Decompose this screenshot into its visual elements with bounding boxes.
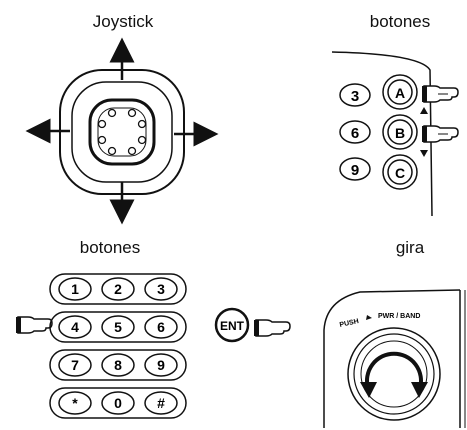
side-key-a[interactable]: A <box>382 74 418 110</box>
keypad-key-label: 5 <box>114 319 122 335</box>
side-key-label: A <box>395 85 405 101</box>
down-triangle-icon <box>420 150 428 157</box>
keypad-key-label: 9 <box>157 357 165 373</box>
side-left-key-9[interactable]: 9 <box>339 157 371 181</box>
keypad-key-label: 4 <box>71 319 79 335</box>
side-key-b[interactable]: B <box>382 114 418 150</box>
keypad-key-label: # <box>157 395 165 411</box>
keypad-key[interactable]: 2 <box>101 277 135 301</box>
keypad-key-label: 8 <box>114 357 122 373</box>
keypad-key-label: 6 <box>157 319 165 335</box>
side-buttons-panel: 3 6 9 A B C <box>331 51 459 217</box>
joystick-stick[interactable] <box>88 98 156 166</box>
side-left-key-label: 6 <box>351 125 359 142</box>
keypad-key[interactable]: 4 <box>58 315 92 339</box>
arrow-icon <box>25 37 219 225</box>
rotate-arrow-icon <box>360 351 428 398</box>
keypad-key[interactable]: # <box>144 391 178 415</box>
keypad-key-label: 1 <box>71 281 79 297</box>
keypad-key[interactable]: 8 <box>101 353 135 377</box>
keypad-key[interactable]: 3 <box>144 277 178 301</box>
side-key-c[interactable]: C <box>382 154 418 190</box>
side-key-label: B <box>395 125 405 141</box>
pointing-hand-icon <box>422 125 459 143</box>
joystick-grip-dots <box>97 108 147 156</box>
pointing-hand-icon <box>16 316 53 334</box>
side-left-key-label: 9 <box>351 162 359 179</box>
keypad-key-label: 2 <box>114 281 122 297</box>
keypad-key[interactable]: 0 <box>101 391 135 415</box>
side-left-key-label: 3 <box>351 88 359 105</box>
pwr-band-label: PWR / BAND <box>378 313 420 320</box>
keypad-key[interactable]: 7 <box>58 353 92 377</box>
ent-key-label: ENT <box>220 319 245 333</box>
power-band-knob[interactable] <box>347 327 441 421</box>
pointing-hand-icon <box>254 319 291 337</box>
keypad-key-label: 0 <box>114 395 122 411</box>
keypad-key-label: * <box>72 395 78 411</box>
push-arrow-icon <box>366 315 372 320</box>
joystick-panel <box>25 37 219 225</box>
joystick-title: Joystick <box>92 12 154 31</box>
side-buttons-title: botones <box>369 12 431 31</box>
keypad-key[interactable]: 9 <box>144 353 178 377</box>
side-key-label: C <box>395 165 405 181</box>
keypad-key-label: 7 <box>71 357 79 373</box>
keypad-key[interactable]: 6 <box>144 315 178 339</box>
knob-title: gira <box>395 238 425 257</box>
keypad-key[interactable]: 1 <box>58 277 92 301</box>
push-label: PUSH <box>339 318 359 329</box>
keypad-title: botones <box>79 238 141 257</box>
side-left-key-6[interactable]: 6 <box>339 120 371 144</box>
keypad-key[interactable]: * <box>58 391 92 415</box>
keypad-key[interactable]: 5 <box>101 315 135 339</box>
ent-key[interactable]: ENT <box>214 307 250 343</box>
knob-panel: PUSH PWR / BAND <box>323 289 466 428</box>
up-triangle-icon <box>420 107 428 114</box>
pointing-hand-icon <box>422 85 459 103</box>
keypad-key-label: 3 <box>157 281 165 297</box>
side-left-key-3[interactable]: 3 <box>339 83 371 107</box>
keypad-panel: 1 2 3 4 5 6 7 8 9 * 0 # ENT <box>16 273 291 419</box>
